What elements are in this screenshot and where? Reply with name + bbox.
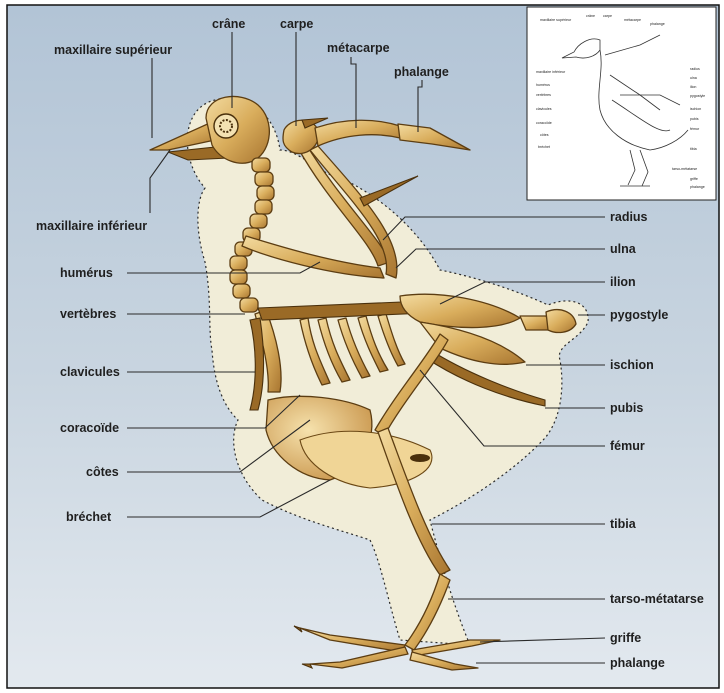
inset-label-vertebres: vertèbres	[536, 93, 551, 97]
inset-label-pygostyle: pygostyle	[690, 94, 705, 98]
keel-foramen	[410, 454, 430, 462]
inset-label-tarso-metatarse: tarso-métatarse	[672, 167, 697, 171]
inset-label-coracoide: coracoïde	[536, 121, 552, 125]
inset-label-maxillaire-inferieur: maxillaire inférieur	[536, 70, 566, 74]
label-coracoide: coracoïde	[60, 421, 119, 435]
label-humerus: humérus	[60, 266, 113, 280]
inset-label-metacarpe: métacarpe	[624, 18, 641, 22]
inset-label-ischion: ischion	[690, 107, 701, 111]
label-pygostyle: pygostyle	[610, 308, 668, 322]
eye-orbit	[214, 114, 238, 138]
inset-label-brechet: bréchet	[538, 145, 550, 149]
label-tarso-metatarse: tarso-métatarse	[610, 592, 704, 606]
label-carpe: carpe	[280, 17, 313, 31]
inset-label-maxillaire-superieur: maxillaire supérieur	[540, 18, 572, 22]
label-ischion: ischion	[610, 358, 654, 372]
label-ilion: ilion	[610, 275, 636, 289]
inset-label-pubis: pubis	[690, 117, 699, 121]
label-brechet: bréchet	[66, 510, 112, 524]
label-maxillaire-inferieur: maxillaire inférieur	[36, 219, 147, 233]
inset-reference-drawing: maxillaire supérieur crâne carpe métacar…	[527, 7, 716, 200]
label-cotes: côtes	[86, 465, 119, 479]
label-vertebres: vertèbres	[60, 307, 116, 321]
inset-label-cotes: côtes	[540, 133, 549, 137]
inset-label-radius: radius	[690, 67, 700, 71]
label-phalange-bottom: phalange	[610, 656, 665, 670]
label-radius: radius	[610, 210, 648, 224]
label-griffe: griffe	[610, 631, 641, 645]
inset-label-tibia: tibia	[690, 147, 697, 151]
label-crane: crâne	[212, 17, 245, 31]
label-clavicules: clavicules	[60, 365, 120, 379]
label-ulna: ulna	[610, 242, 637, 256]
label-tibia: tibia	[610, 517, 637, 531]
label-maxillaire-superieur: maxillaire supérieur	[54, 43, 172, 57]
label-pubis: pubis	[610, 401, 643, 415]
inset-label-ulna: ulna	[690, 76, 697, 80]
label-metacarpe: métacarpe	[327, 41, 390, 55]
inset-label-ilion: ilion	[690, 85, 696, 89]
inset-label-clavicules: clavicules	[536, 107, 552, 111]
inset-label-femur: fémur	[690, 127, 700, 131]
inset-label-griffe: griffe	[690, 177, 698, 181]
inset-label-crane: crâne	[586, 14, 595, 18]
label-femur: fémur	[610, 439, 645, 453]
inset-label-humerus: humérus	[536, 83, 550, 87]
label-phalange-top: phalange	[394, 65, 449, 79]
inset-label-phalange-bottom: phalange	[690, 185, 705, 189]
inset-label-carpe: carpe	[603, 14, 612, 18]
inset-label-phalange: phalange	[650, 22, 665, 26]
